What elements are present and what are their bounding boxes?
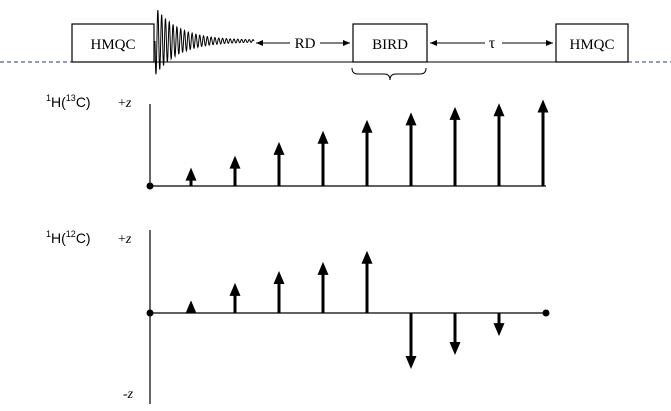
magnetization-arrow bbox=[185, 300, 197, 314]
magnetization-arrow bbox=[449, 106, 461, 186]
panel-12c-end-dot bbox=[542, 309, 550, 317]
arrow-head bbox=[229, 155, 241, 169]
hmqc-label-right: HMQC bbox=[569, 37, 614, 53]
panel-12c-label: 1H(12C) bbox=[46, 229, 91, 246]
hmqc-label-left: HMQC bbox=[90, 37, 135, 53]
panel-12c-bottom-axis-label: -z bbox=[123, 387, 134, 402]
panel-13c-label: 1H(13C) bbox=[46, 93, 91, 110]
magnetization-arrow bbox=[229, 282, 241, 313]
magnetization-arrow bbox=[493, 103, 505, 186]
magnetization-arrow bbox=[361, 119, 373, 186]
arrow-head bbox=[449, 342, 461, 355]
arrow-head bbox=[185, 300, 197, 314]
panel-13c-top-axis-label: +z bbox=[118, 96, 132, 111]
arrow-head bbox=[405, 112, 417, 126]
bird-brace bbox=[351, 67, 427, 81]
magnetization-arrow bbox=[317, 261, 329, 313]
arrow-head bbox=[273, 271, 285, 284]
bird-block bbox=[352, 23, 428, 63]
magnetization-arrow bbox=[449, 313, 461, 355]
hmqc-block-left bbox=[71, 23, 155, 63]
arrow-head bbox=[449, 106, 461, 120]
panel-13c-origin-dot bbox=[146, 182, 154, 190]
arrow-head bbox=[317, 261, 329, 275]
panel-12c: 1H(12C) +z -z bbox=[46, 229, 550, 404]
hmqc-block-right bbox=[555, 23, 629, 63]
magnetization-arrow bbox=[185, 167, 197, 186]
panel-12c-arrows bbox=[185, 250, 505, 369]
arrow-head bbox=[493, 323, 505, 337]
magnetization-arrow bbox=[273, 141, 285, 186]
magnetization-arrow bbox=[273, 271, 285, 313]
arrow-head bbox=[361, 250, 373, 264]
tau-interval: τ bbox=[430, 35, 553, 52]
panel-12c-origin-dot bbox=[146, 309, 154, 317]
tau-label: τ bbox=[489, 35, 496, 52]
arrow-head bbox=[405, 356, 417, 369]
arrow-head bbox=[317, 130, 329, 144]
rd-interval: RD bbox=[256, 36, 350, 52]
arrow-head bbox=[229, 282, 241, 296]
arrow-head bbox=[185, 167, 197, 181]
fid-signal bbox=[154, 9, 255, 75]
magnetization-arrow bbox=[405, 313, 417, 369]
magnetization-arrow bbox=[361, 250, 373, 313]
rd-label: RD bbox=[295, 36, 316, 52]
arrow-head bbox=[537, 99, 549, 113]
arrow-head bbox=[361, 119, 373, 133]
panel-12c-top-axis-label: +z bbox=[118, 232, 132, 247]
magnetization-arrow bbox=[405, 112, 417, 186]
magnetization-arrow bbox=[229, 155, 241, 186]
arrow-head bbox=[273, 141, 285, 155]
arrow-head bbox=[493, 103, 505, 117]
magnetization-arrow bbox=[493, 313, 505, 337]
panel-13c-arrows bbox=[185, 99, 549, 186]
pulse-sequence: HMQC RD BIRD τ HMQC bbox=[0, 9, 671, 81]
bird-label: BIRD bbox=[372, 37, 408, 53]
magnetization-arrow bbox=[317, 130, 329, 186]
panel-13c: 1H(13C) +z bbox=[46, 93, 549, 190]
magnetization-arrow bbox=[537, 99, 549, 186]
